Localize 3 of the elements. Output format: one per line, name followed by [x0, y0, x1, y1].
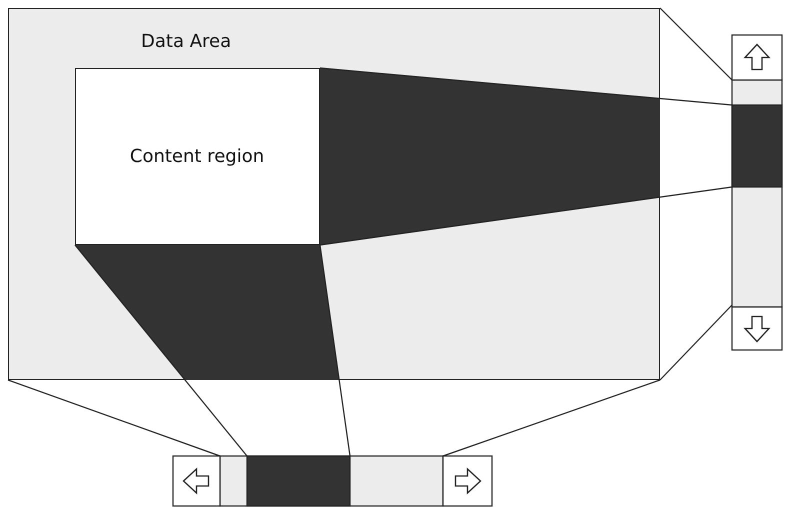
content-region-box — [74, 68, 320, 244]
region-label: Content region — [128, 144, 266, 168]
region-label: Data Area — [141, 31, 232, 52]
